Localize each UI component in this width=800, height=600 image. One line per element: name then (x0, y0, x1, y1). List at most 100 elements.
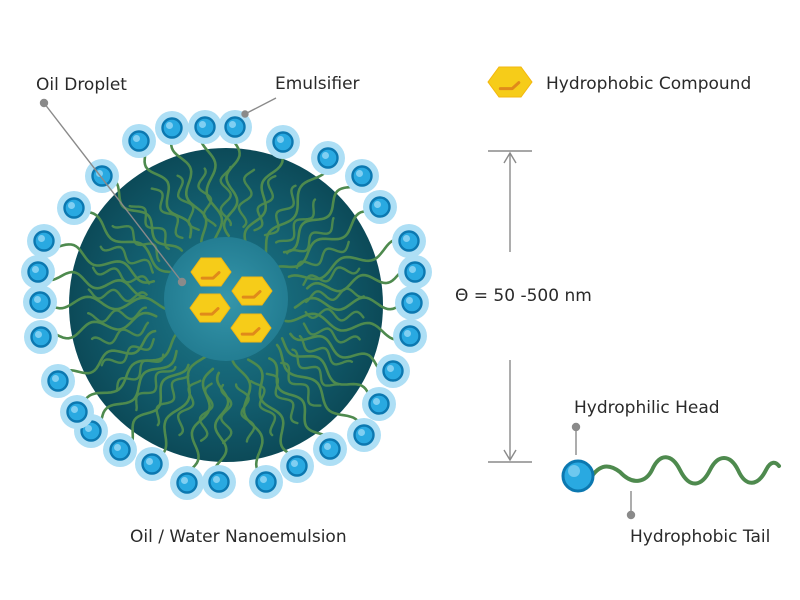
hydrophilic-head-ball (561, 459, 595, 493)
emulsifier-head (27, 224, 61, 258)
emulsifier-tail (90, 321, 150, 345)
emulsifier-head (60, 395, 94, 429)
emulsifier-tail (170, 141, 208, 243)
emulsifier-tail (304, 307, 365, 322)
emulsifier-head (280, 449, 314, 483)
emulsifier-head (395, 286, 429, 320)
emulsifier-pointer-dot (241, 110, 249, 118)
emulsifier-tail (134, 365, 177, 412)
emulsifier-tail (249, 379, 277, 437)
hydrophobic-tail-wave (590, 455, 781, 486)
emulsifier-tail (274, 198, 317, 244)
emulsifier-tail (53, 311, 158, 340)
emulsifier-tail (246, 358, 292, 456)
oil-droplet-label: Oil Droplet (36, 75, 127, 95)
emulsifier-head (398, 255, 432, 289)
emulsifier-tail (52, 295, 167, 311)
hexagon-compound-icon (487, 66, 533, 98)
emulsifier-tail (260, 171, 326, 266)
emulsifier-tail (197, 167, 217, 227)
emulsifier-tail (305, 270, 403, 293)
emulsifier-tail (284, 312, 397, 341)
oil-droplet-pointer-dot (39, 98, 49, 108)
emulsifier-head (24, 320, 58, 354)
emulsifier-head (393, 319, 427, 353)
emulsifier-head (23, 285, 57, 319)
emulsifier-head (363, 190, 397, 224)
emulsifier-tail (177, 379, 202, 437)
hexagon-compound (189, 293, 231, 323)
emulsifier-tail (198, 382, 214, 442)
emulsifier-tail (291, 348, 341, 387)
emulsifier-head (347, 418, 381, 452)
size-range-label: Θ = 50 -500 nm (455, 286, 592, 306)
emulsifier-tail (99, 349, 178, 423)
emulsifier-tail (243, 155, 284, 256)
emulsifier-head (135, 447, 169, 481)
oil-droplet-pointer-end (177, 277, 187, 287)
emulsifier-tail (231, 360, 264, 471)
emulsifier-tail (282, 185, 355, 254)
emulsifier-tail (67, 329, 157, 375)
emulsifier-label: Emulsifier (275, 74, 360, 94)
hexagon-compound (230, 313, 272, 343)
emulsifier-tail (280, 361, 322, 407)
emulsifier-tail (253, 174, 277, 232)
emulsifier-head (202, 465, 236, 499)
emulsifier-head (103, 433, 137, 467)
emulsifier-tail (295, 240, 350, 270)
hexagon-compound (190, 257, 232, 287)
emulsifier-tail (263, 184, 297, 237)
emulsifier-head (313, 432, 347, 466)
hexagon-compound (231, 276, 273, 306)
emulsifier-tail (222, 139, 241, 238)
emulsifier-head (376, 354, 410, 388)
emulsifier-head (155, 111, 189, 145)
size-bracket (488, 150, 532, 463)
emulsifier-tail (265, 372, 299, 425)
emulsifier-head (392, 224, 426, 258)
emulsifier-tail (302, 266, 361, 286)
emulsifier-head (41, 364, 75, 398)
emulsifier-tail (128, 204, 170, 251)
emulsifier-heads (21, 110, 432, 500)
emulsifier-head (188, 110, 222, 144)
emulsifier-tail (49, 270, 146, 298)
emulsifier-tail (302, 322, 361, 344)
hydrophilic-head-label: Hydrophilic Head (574, 398, 720, 418)
emulsifier-tail (289, 332, 381, 371)
emulsifier-head (21, 255, 55, 289)
emulsifier-head (218, 110, 252, 144)
emulsifier-tail (234, 383, 256, 443)
emulsifier-tail (199, 140, 224, 254)
caption-label: Oil / Water Nanoemulsion (130, 527, 347, 547)
droplet-core (164, 237, 288, 361)
emulsifier-head (249, 465, 283, 499)
emulsifier-tail (176, 174, 200, 231)
emulsifier-tail (298, 334, 354, 366)
emulsifier-head (57, 191, 91, 225)
emulsifier-tails (49, 139, 403, 471)
emulsifier-tail (155, 374, 190, 427)
emulsifier-tail (100, 338, 155, 367)
emulsifier-tail (87, 306, 148, 324)
emulsifier-tail (219, 165, 233, 227)
emulsifier-tail (99, 245, 154, 274)
emulsifier-tail (268, 357, 327, 437)
hydrophilic-head-pointer-dot (571, 422, 581, 432)
emulsifier-tail (287, 238, 396, 281)
emulsifier-tail (237, 168, 256, 229)
emulsifier-head (85, 159, 119, 193)
emulsifier-tail (131, 363, 190, 443)
emulsifier-tail (87, 288, 148, 303)
emulsifier-head (362, 387, 396, 421)
emulsifier-tail (161, 351, 211, 455)
hydrophobic-tail-label: Hydrophobic Tail (630, 527, 770, 547)
emulsifier-head (170, 466, 204, 500)
emulsifier-head (311, 141, 345, 175)
emulsifier-tail (220, 383, 233, 445)
hydrophobic-tail-pointer-dot (626, 510, 636, 520)
emulsifier-head (122, 124, 156, 158)
emulsifier-tail (189, 367, 215, 471)
emulsifier-tail (150, 187, 184, 240)
